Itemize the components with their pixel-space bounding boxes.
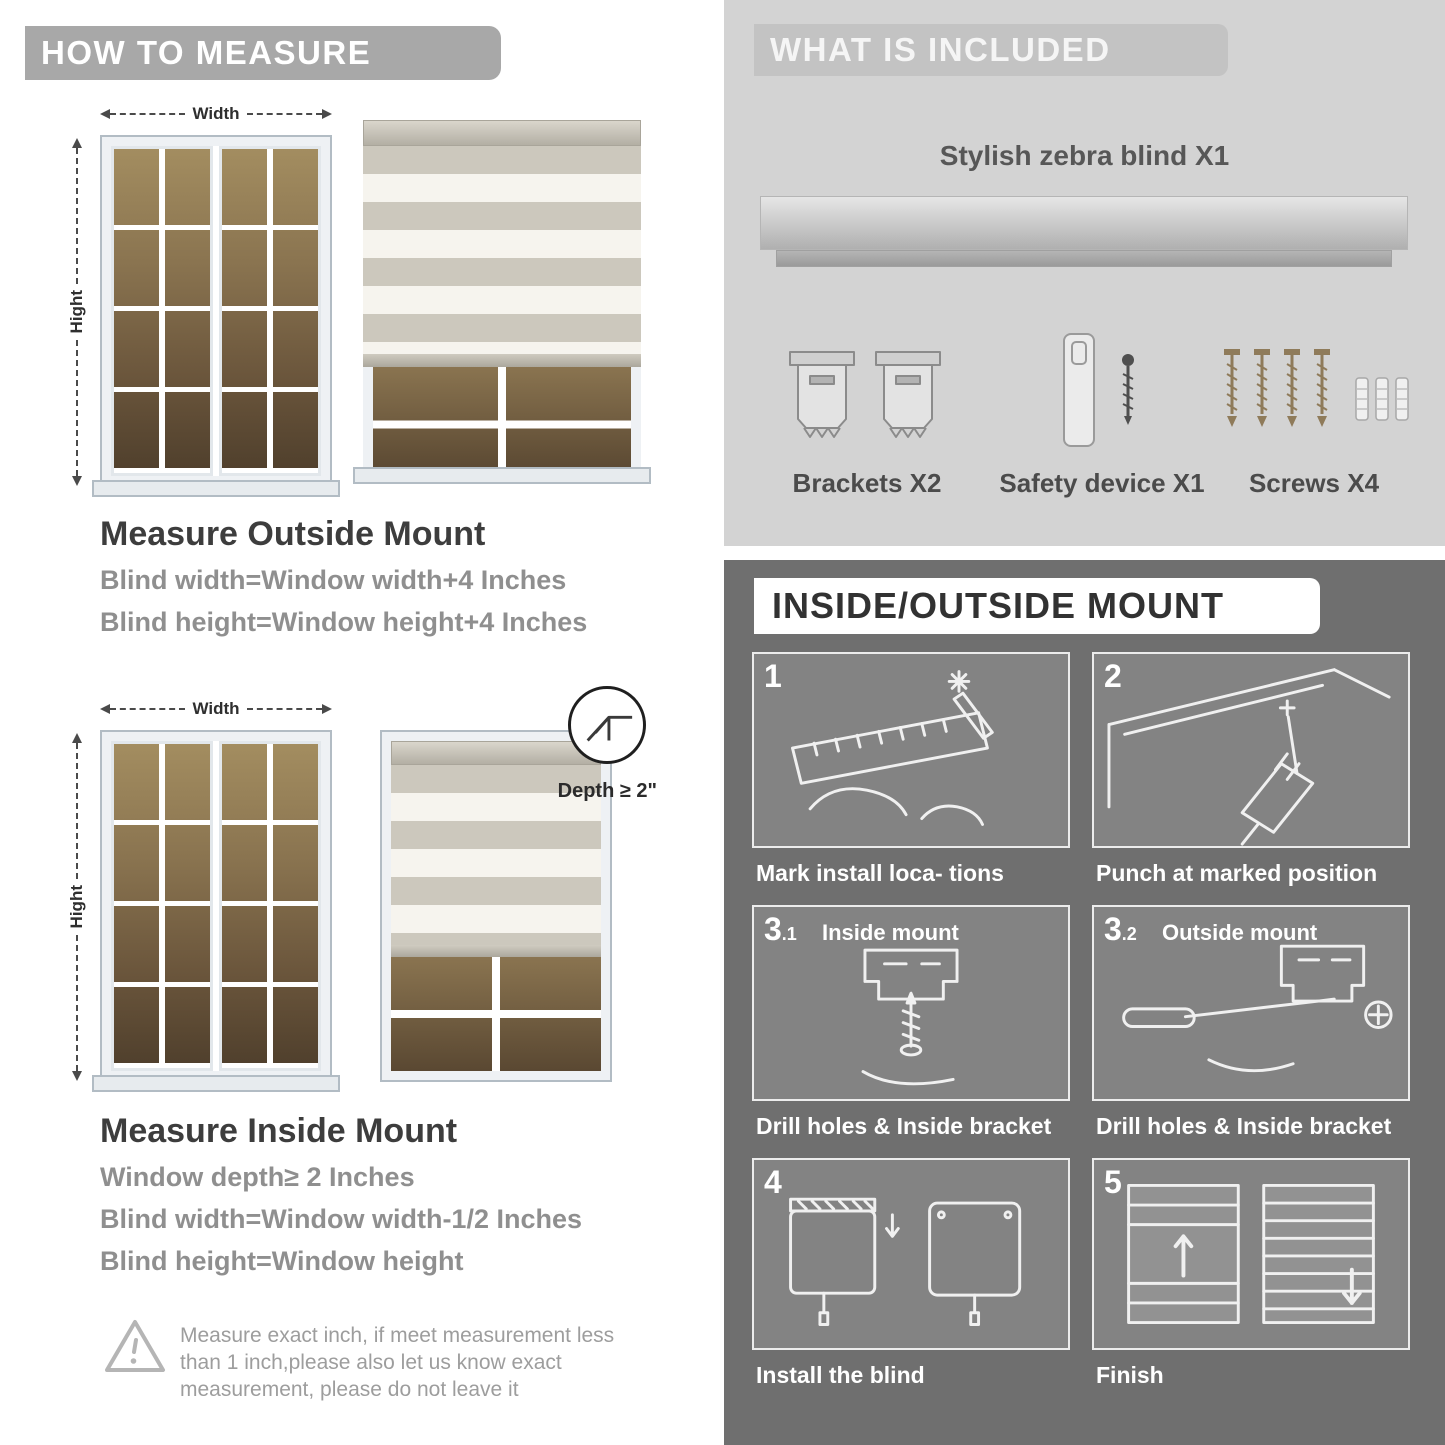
step-panel-5: 5: [1092, 1158, 1410, 1350]
step-caption-5: Finish: [1096, 1362, 1164, 1388]
depth-label: Depth ≥ 2": [557, 780, 657, 802]
window-sill: [353, 467, 651, 484]
corner-zoom-icon: [586, 715, 633, 742]
how-to-measure-banner: HOW TO MEASURE: [25, 26, 501, 80]
inside-spec-height: Blind height=Window height: [100, 1246, 464, 1276]
window-panes: [373, 367, 631, 472]
inside-spec-depth: Window depth≥ 2 Inches: [100, 1162, 415, 1192]
outside-spec-height: Blind height=Window height+4 Inches: [100, 607, 588, 637]
product-label: Stylish zebra blind X1: [939, 140, 1230, 171]
width-label: Width: [192, 104, 240, 123]
step-number: 5: [1104, 1164, 1122, 1200]
screws-icon: [1216, 340, 1416, 457]
window-illustration-outside: [92, 135, 340, 497]
zebra-blind-outside-illustration: [353, 120, 651, 484]
window-sash: [219, 146, 321, 476]
blind-stripes: [391, 765, 601, 945]
step-panel-3-2: 3.2 Outside mount: [1092, 905, 1410, 1101]
window-sash: [111, 741, 213, 1071]
brackets-label: Brackets X2: [792, 468, 942, 498]
outside-mount-title: Measure Outside Mount: [100, 515, 486, 553]
arrow-down-icon: [72, 1071, 82, 1081]
step-panel-3-1: 3.1 Inside mount: [752, 905, 1070, 1101]
window-panes: [391, 957, 601, 1071]
step-panel-2: 2: [1092, 652, 1410, 848]
outside-spec-width: Blind width=Window width+4 Inches: [100, 565, 567, 595]
blind-headrail-underside: [776, 250, 1392, 267]
blind-cassette: [391, 741, 601, 765]
window-under-blind: [363, 367, 641, 472]
inside-mount-title: Measure Inside Mount: [100, 1112, 458, 1150]
brackets-icon: [786, 336, 946, 463]
step-caption-3-2: Drill holes & Inside bracket: [1096, 1113, 1392, 1139]
height-label: Hight: [67, 885, 86, 929]
outside-bracket-illustration: [1122, 944, 1393, 1073]
window-illustration-inside: [92, 730, 340, 1092]
step-number: 1: [764, 658, 782, 694]
window-sill: [92, 480, 340, 497]
warning-line-1: Measure exact inch, if meet measurement …: [180, 1324, 615, 1347]
step-caption-4: Install the blind: [756, 1362, 925, 1388]
arrow-right-icon: [322, 704, 332, 714]
width-arrow: Width: [100, 104, 332, 124]
window-sash: [111, 146, 213, 476]
safety-device-label: Safety device X1: [999, 468, 1205, 498]
height-arrow: Hight: [66, 138, 88, 486]
what-is-included-banner: WHAT IS INCLUDED: [754, 24, 1228, 76]
step-sublabel: Inside mount: [822, 920, 959, 945]
arrow-up-icon: [72, 733, 82, 743]
warning-line-2: than 1 inch,please also let us know exac…: [180, 1351, 562, 1374]
arrow-left-icon: [100, 704, 110, 714]
mark-location-illustration: [791, 670, 994, 826]
window-sash: [219, 741, 321, 1071]
step-number: 4: [764, 1164, 782, 1200]
mount-banner: INSIDE/OUTSIDE MOUNT: [754, 578, 1320, 634]
step-sublabel: Outside mount: [1162, 920, 1318, 945]
step-caption-1: Mark install loca- tions: [756, 860, 1004, 886]
blind-cassette: [363, 120, 641, 146]
arrow-down-icon: [72, 476, 82, 486]
what-is-included-section: WHAT IS INCLUDED Stylish zebra blind X1: [724, 0, 1445, 546]
zebra-blind-inside-illustration: [380, 730, 612, 1082]
inside-spec-width: Blind width=Window width-1/2 Inches: [100, 1204, 583, 1234]
step-number: 3.1: [764, 911, 797, 947]
mount-steps-section: INSIDE/OUTSIDE MOUNT 1 2: [724, 560, 1445, 1445]
width-arrow: Width: [100, 699, 332, 719]
step-panel-4: 4: [752, 1158, 1070, 1350]
depth-callout-circle: [568, 686, 646, 764]
step-caption-2: Punch at marked position: [1096, 860, 1378, 886]
step-panel-1: 1: [752, 652, 1070, 848]
drill-illustration: [1107, 668, 1391, 846]
screws-label: Screws X4: [1248, 468, 1380, 498]
blind-in-frame: [391, 741, 601, 957]
warning-line-3: measurement, please do not leave it: [180, 1378, 519, 1401]
blind-headrail-illustration: [760, 196, 1408, 250]
blind-bottom-rail: [363, 354, 641, 367]
arrow-left-icon: [100, 109, 110, 119]
step-caption-3-1: Drill holes & Inside bracket: [756, 1113, 1052, 1139]
finish-illustration: [1127, 1183, 1375, 1325]
install-blind-illustration: [789, 1197, 1022, 1326]
safety-device-icon: [1046, 330, 1156, 463]
arrow-right-icon: [322, 109, 332, 119]
warning-triangle-icon: [103, 1316, 167, 1381]
height-arrow: Hight: [66, 733, 88, 1081]
inside-bracket-illustration: [861, 948, 959, 1086]
window-sill: [92, 1075, 340, 1092]
step-number: 3.2: [1104, 911, 1137, 947]
height-label: Hight: [67, 290, 86, 334]
blind-bottom-rail: [391, 945, 601, 957]
width-label: Width: [192, 699, 240, 718]
step-number: 2: [1104, 658, 1122, 694]
blind-stripes: [363, 146, 641, 354]
arrow-up-icon: [72, 138, 82, 148]
